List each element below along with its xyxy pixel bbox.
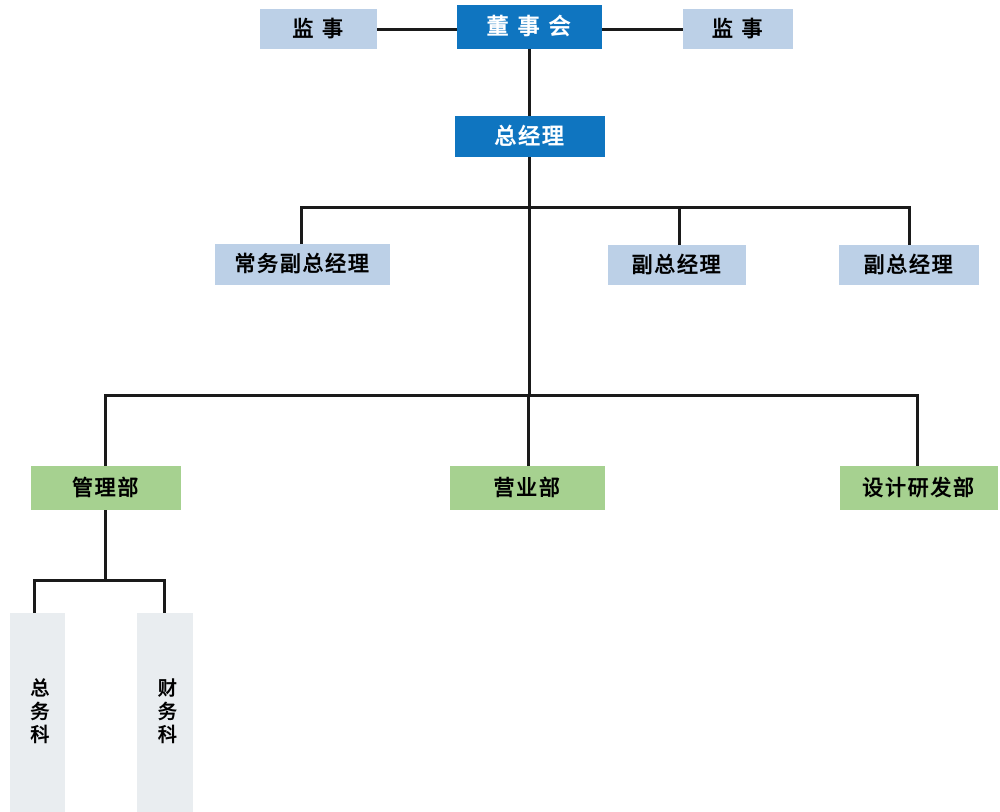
connector-vp-bus	[300, 206, 911, 209]
node-department-management[interactable]: 管理部	[31, 466, 181, 510]
node-board-of-directors[interactable]: 董 事 会	[457, 5, 602, 49]
connector-drop-vice-gm-1	[678, 206, 681, 245]
connector-board-to-gm	[528, 49, 531, 116]
node-general-manager[interactable]: 总经理	[455, 116, 605, 157]
node-department-design-rnd[interactable]: 设计研发部	[840, 466, 998, 510]
connector-section-bus	[33, 579, 166, 582]
connector-drop-exec-vice-gm	[300, 206, 303, 244]
connector-board-supervisor-left	[377, 28, 457, 31]
node-section-finance[interactable]: 财务科	[137, 613, 193, 812]
connector-drop-finance	[163, 579, 166, 614]
connector-drop-dept-sales	[527, 394, 530, 467]
connector-management-stem	[104, 510, 107, 581]
connector-department-bus	[104, 394, 918, 397]
connector-board-supervisor-right	[602, 28, 683, 31]
connector-gm-stem	[528, 157, 531, 209]
connector-gm-trunk-lower	[528, 206, 531, 396]
node-vice-general-manager-1[interactable]: 副总经理	[608, 245, 746, 285]
connector-drop-dept-management	[104, 394, 107, 467]
node-supervisor-right[interactable]: 监 事	[683, 9, 793, 49]
node-executive-vice-general-manager[interactable]: 常务副总经理	[215, 244, 390, 285]
connector-drop-general-affairs	[33, 579, 36, 614]
node-supervisor-left[interactable]: 监 事	[260, 9, 377, 49]
node-department-sales[interactable]: 营业部	[450, 466, 605, 510]
connector-drop-vice-gm-2	[908, 206, 911, 245]
connector-drop-dept-design-rnd	[916, 394, 919, 467]
node-vice-general-manager-2[interactable]: 副总经理	[839, 245, 979, 285]
node-section-general-affairs[interactable]: 总务科	[10, 613, 65, 812]
